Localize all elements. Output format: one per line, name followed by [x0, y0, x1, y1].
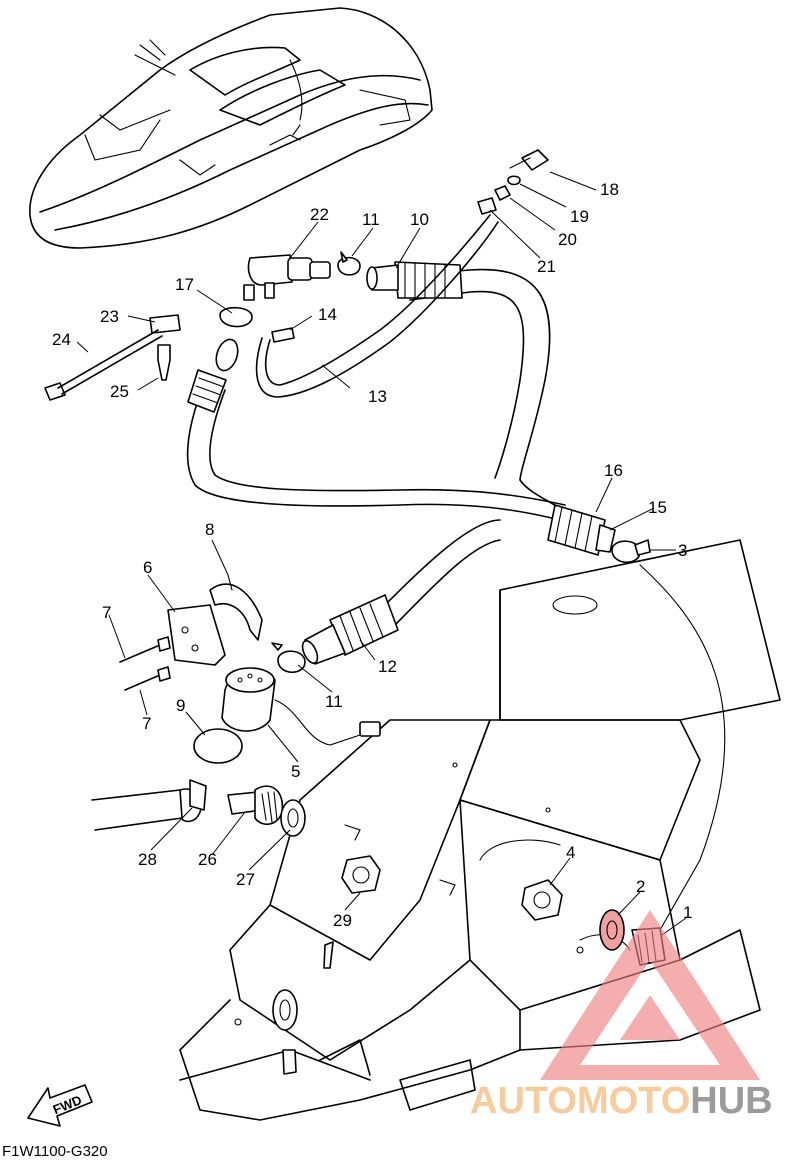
components [44, 149, 666, 966]
diagram-code: F1W1100-G320 [2, 1143, 108, 1160]
label-19: 19 [570, 207, 589, 226]
hull-drawing [179, 539, 781, 1121]
label-28: 28 [138, 850, 157, 869]
watermark: AUTOMOTOHUB [470, 910, 773, 1122]
bellows-right [547, 504, 616, 556]
label-23: 23 [100, 307, 119, 326]
label-20: 20 [558, 230, 577, 249]
hose-assembly [186, 214, 726, 931]
label-7-top: 7 [102, 603, 111, 622]
label-11-low: 11 [325, 692, 343, 711]
label-4: 4 [566, 843, 575, 862]
label-3: 3 [678, 541, 687, 560]
label-5: 5 [291, 762, 300, 781]
label-26: 26 [198, 850, 217, 869]
label-14: 14 [318, 305, 337, 324]
part-labels: 18 19 20 21 22 11 10 17 14 23 24 13 25 1… [52, 180, 692, 930]
label-29: 29 [333, 911, 352, 930]
label-27: 27 [236, 870, 255, 889]
label-22: 22 [310, 205, 329, 224]
watermark-triangle [540, 910, 760, 1080]
watermark-text-hub: HUB [690, 1080, 772, 1122]
label-13: 13 [368, 387, 387, 406]
label-24: 24 [52, 330, 71, 349]
label-8: 8 [205, 520, 214, 539]
label-9: 9 [176, 696, 185, 715]
label-21: 21 [537, 257, 556, 276]
label-11-top: 11 [362, 210, 380, 229]
label-10: 10 [410, 210, 429, 229]
label-18: 18 [600, 180, 619, 199]
label-16: 16 [604, 461, 623, 480]
label-6: 6 [143, 558, 152, 577]
label-17: 17 [175, 275, 194, 294]
label-7-low: 7 [142, 714, 151, 733]
watercraft-drawing [29, 7, 433, 249]
label-12: 12 [378, 657, 397, 676]
fwd-arrow: FWD [27, 1084, 93, 1127]
bellows-12 [301, 594, 399, 665]
leader-lines [76, 171, 687, 936]
label-15: 15 [648, 498, 667, 517]
label-1: 1 [683, 903, 692, 922]
watermark-text-auto: AUTOMOTOHUB [470, 1080, 773, 1122]
label-2: 2 [636, 877, 645, 896]
label-25: 25 [110, 382, 129, 401]
bellows-upper [366, 261, 463, 299]
bellows-left [187, 338, 239, 413]
